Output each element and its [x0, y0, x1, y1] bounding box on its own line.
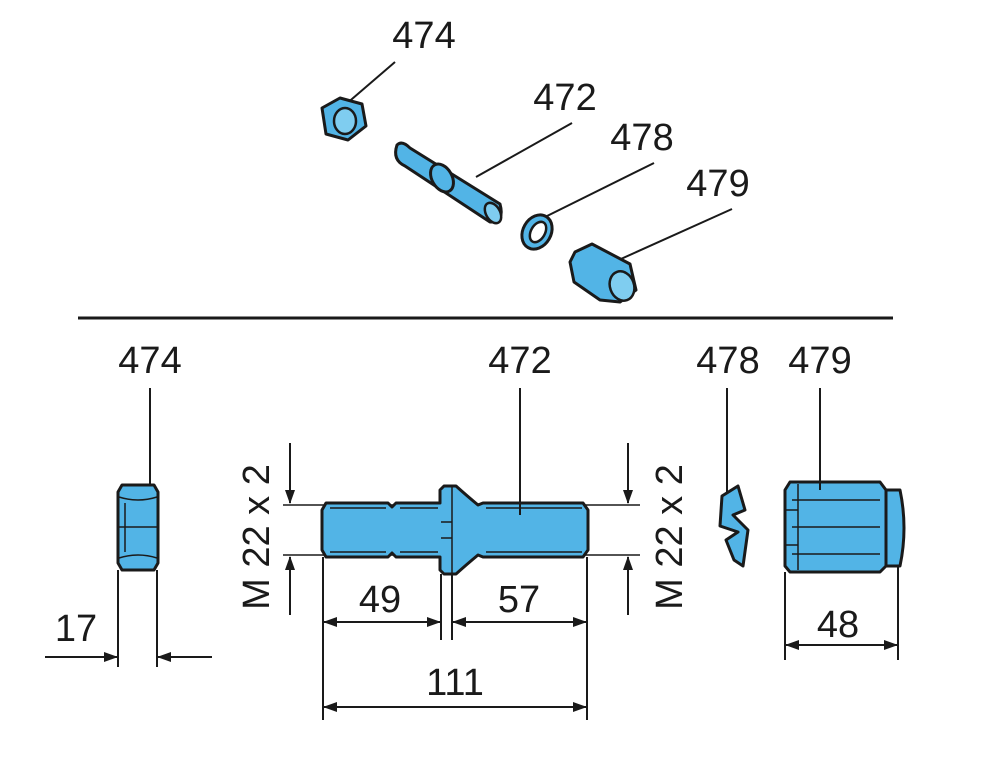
leader-479-top — [611, 208, 733, 264]
washer-478-side — [718, 484, 750, 568]
nut-474-iso — [320, 96, 368, 142]
stud-472-side — [320, 484, 590, 576]
leader-478-top — [542, 162, 655, 219]
washer-478-iso — [520, 213, 554, 251]
label-472-top: 472 — [533, 77, 596, 119]
label-472: 472 — [488, 340, 551, 382]
exploded-view: 474 472 478 479 — [320, 15, 750, 304]
dim-111: 111 — [426, 662, 484, 704]
label-478-top: 478 — [610, 117, 673, 159]
label-474-top: 474 — [392, 15, 455, 57]
nut-474-side — [116, 483, 160, 572]
dim-49: 49 — [359, 579, 401, 621]
cap-nut-479-side — [783, 480, 906, 574]
leader-472-top — [475, 122, 573, 178]
dim-17: 17 — [55, 608, 97, 650]
dim-57: 57 — [498, 579, 540, 621]
leader-474-top — [344, 61, 396, 106]
dim-48: 48 — [817, 604, 859, 646]
label-474: 474 — [118, 340, 181, 382]
label-479-top: 479 — [686, 163, 749, 205]
thread-spec-left: M 22 x 2 — [236, 464, 278, 610]
label-478: 478 — [696, 340, 759, 382]
label-479: 479 — [788, 340, 851, 382]
stud-472-iso — [394, 141, 503, 225]
dimension-view: 474 17 472 M 22 x 2 M 22 x 2 49 57 111 4… — [45, 340, 906, 720]
thread-spec-right: M 22 x 2 — [649, 464, 691, 610]
cap-nut-479-iso — [568, 242, 638, 304]
